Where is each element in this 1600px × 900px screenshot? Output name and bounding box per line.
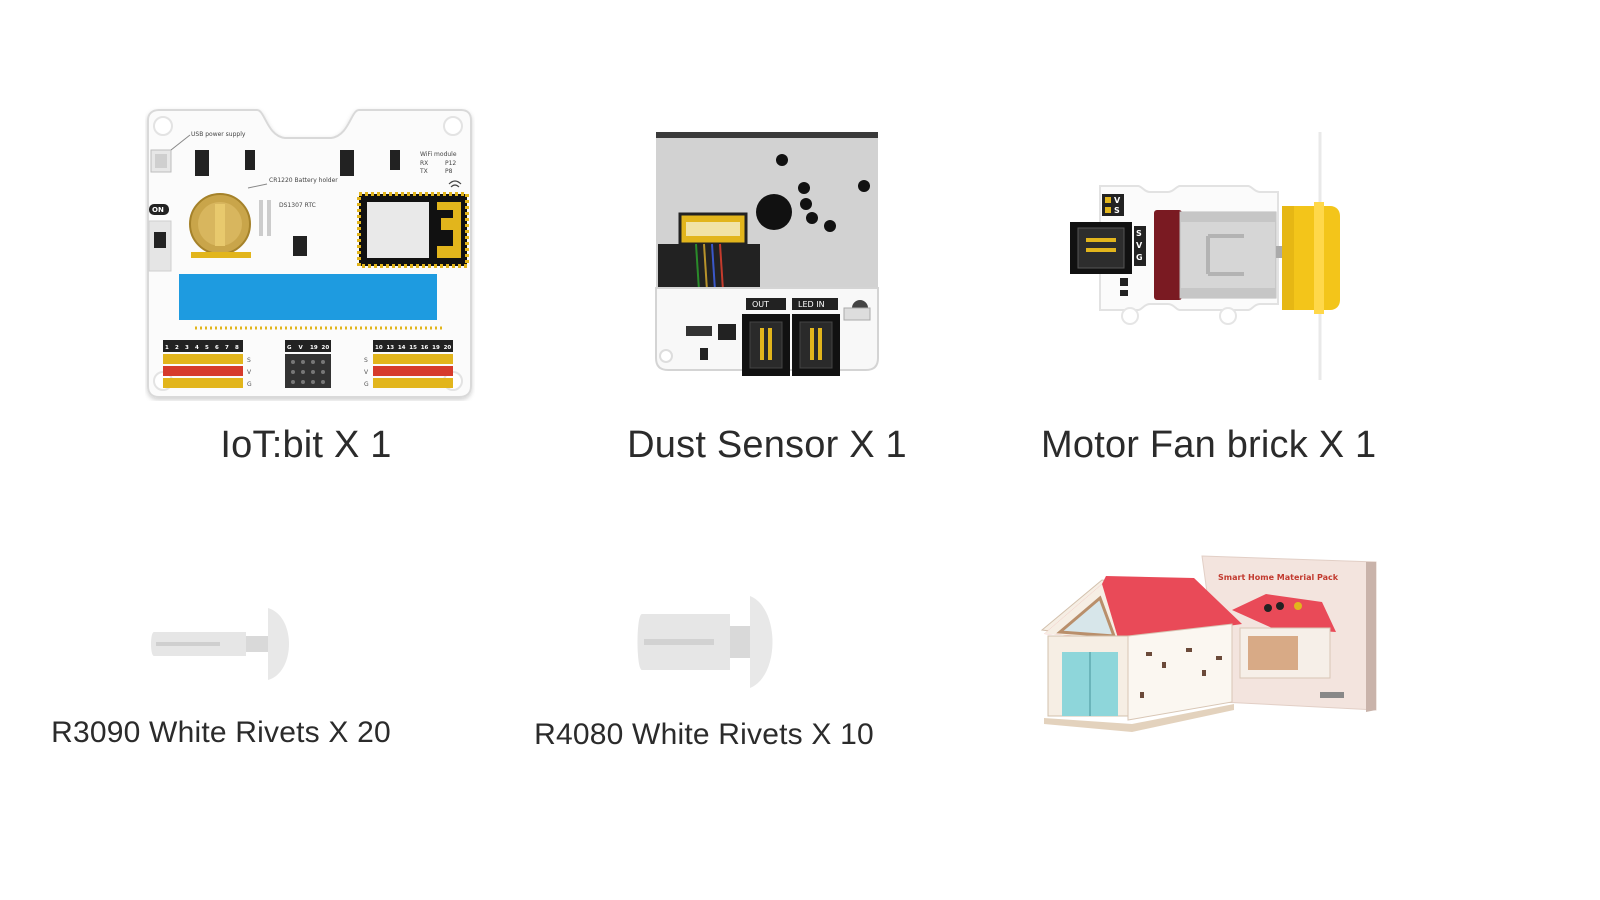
left-pin-label-7: 7	[225, 345, 229, 351]
smart-home-image: Smart Home Material Pack	[1036, 552, 1382, 748]
wifi-p8: P8	[445, 168, 453, 175]
motor-end-cap	[1154, 210, 1182, 300]
mid-pin-label-2: V	[299, 345, 304, 351]
right-pin-label-7: 20	[444, 345, 452, 351]
out-connector	[742, 314, 790, 376]
on-label: ON	[152, 206, 164, 214]
wifi-rx: RX	[420, 160, 428, 167]
fan-pin-g: G	[1136, 253, 1143, 262]
motor-fan-brick-label: Motor Fan brick X 1	[1041, 424, 1377, 466]
r3090-label: R3090 White Rivets X 20	[51, 716, 391, 749]
board-outline	[147, 109, 472, 398]
row-label-v-right: V	[364, 369, 369, 376]
mid-pin-label-3: 19	[310, 345, 318, 351]
house-side-wall	[1127, 623, 1233, 721]
mid-pin-label-1: G	[287, 345, 292, 351]
rivet-head	[750, 596, 773, 688]
left-pin-header	[163, 340, 243, 388]
house-base	[1044, 704, 1234, 732]
right-pin-label-5: 16	[421, 345, 429, 351]
box-title: Smart Home Material Pack	[1218, 573, 1339, 582]
edge-connector-slot	[179, 274, 437, 320]
wifi-label: WiFi module	[420, 151, 457, 158]
mid-pin-label-4: 20	[322, 345, 330, 351]
motor-body	[1179, 211, 1277, 299]
left-pin-label-2: 2	[175, 345, 179, 351]
right-pin-header	[373, 340, 453, 388]
right-pin-label-4: 15	[409, 345, 417, 351]
row-label-s: S	[247, 357, 251, 364]
left-pin-label-3: 3	[185, 345, 189, 351]
left-pin-label-4: 4	[195, 345, 199, 351]
out-label: OUT	[752, 300, 769, 309]
fan-hub	[1282, 206, 1340, 310]
fan-pin-s: S	[1136, 229, 1142, 238]
right-pin-label-1: 10	[375, 345, 383, 351]
right-pin-label-6: 19	[432, 345, 440, 351]
r4080-rivet-image	[634, 592, 776, 692]
led-in-connector	[792, 314, 840, 376]
fan-pin-v: V	[1136, 241, 1143, 250]
rivet-head	[268, 608, 289, 680]
usb-label: USB power supply	[191, 131, 246, 138]
r4080-label: R4080 White Rivets X 10	[534, 718, 874, 751]
fan-top-pin-v: V	[1114, 196, 1121, 205]
wifi-icon	[448, 180, 462, 185]
wifi-tx: TX	[419, 168, 428, 175]
dust-sensor-image: OUT LED IN	[652, 130, 882, 380]
iot-bit-label: IoT:bit X 1	[220, 424, 392, 466]
right-pin-label-3: 14	[398, 345, 406, 351]
fan-top-pin-s: S	[1114, 206, 1120, 215]
row-label-v: V	[247, 369, 252, 376]
row-label-g-right: G	[364, 381, 369, 388]
row-label-s-right: S	[364, 357, 368, 364]
iot-bit-board-image: USB power supply ON CR1220 Battery holde…	[145, 106, 475, 401]
left-pin-label-6: 6	[215, 345, 219, 351]
led-in-label: LED IN	[798, 300, 825, 309]
battery-label: CR1220 Battery holder	[269, 177, 338, 184]
row-label-g: G	[247, 381, 252, 388]
left-pin-label-5: 5	[205, 345, 209, 351]
right-pin-label-2: 13	[386, 345, 394, 351]
rtc-label: DS1307 RTC	[279, 202, 316, 209]
wifi-p12: P12	[445, 160, 456, 167]
dust-sensor-label: Dust Sensor X 1	[627, 424, 907, 466]
left-pin-label-1: 1	[165, 345, 169, 351]
left-pin-label-8: 8	[235, 345, 239, 351]
motor-fan-brick-image: V S S V G	[1068, 128, 1358, 386]
r3090-rivet-image	[150, 604, 295, 684]
